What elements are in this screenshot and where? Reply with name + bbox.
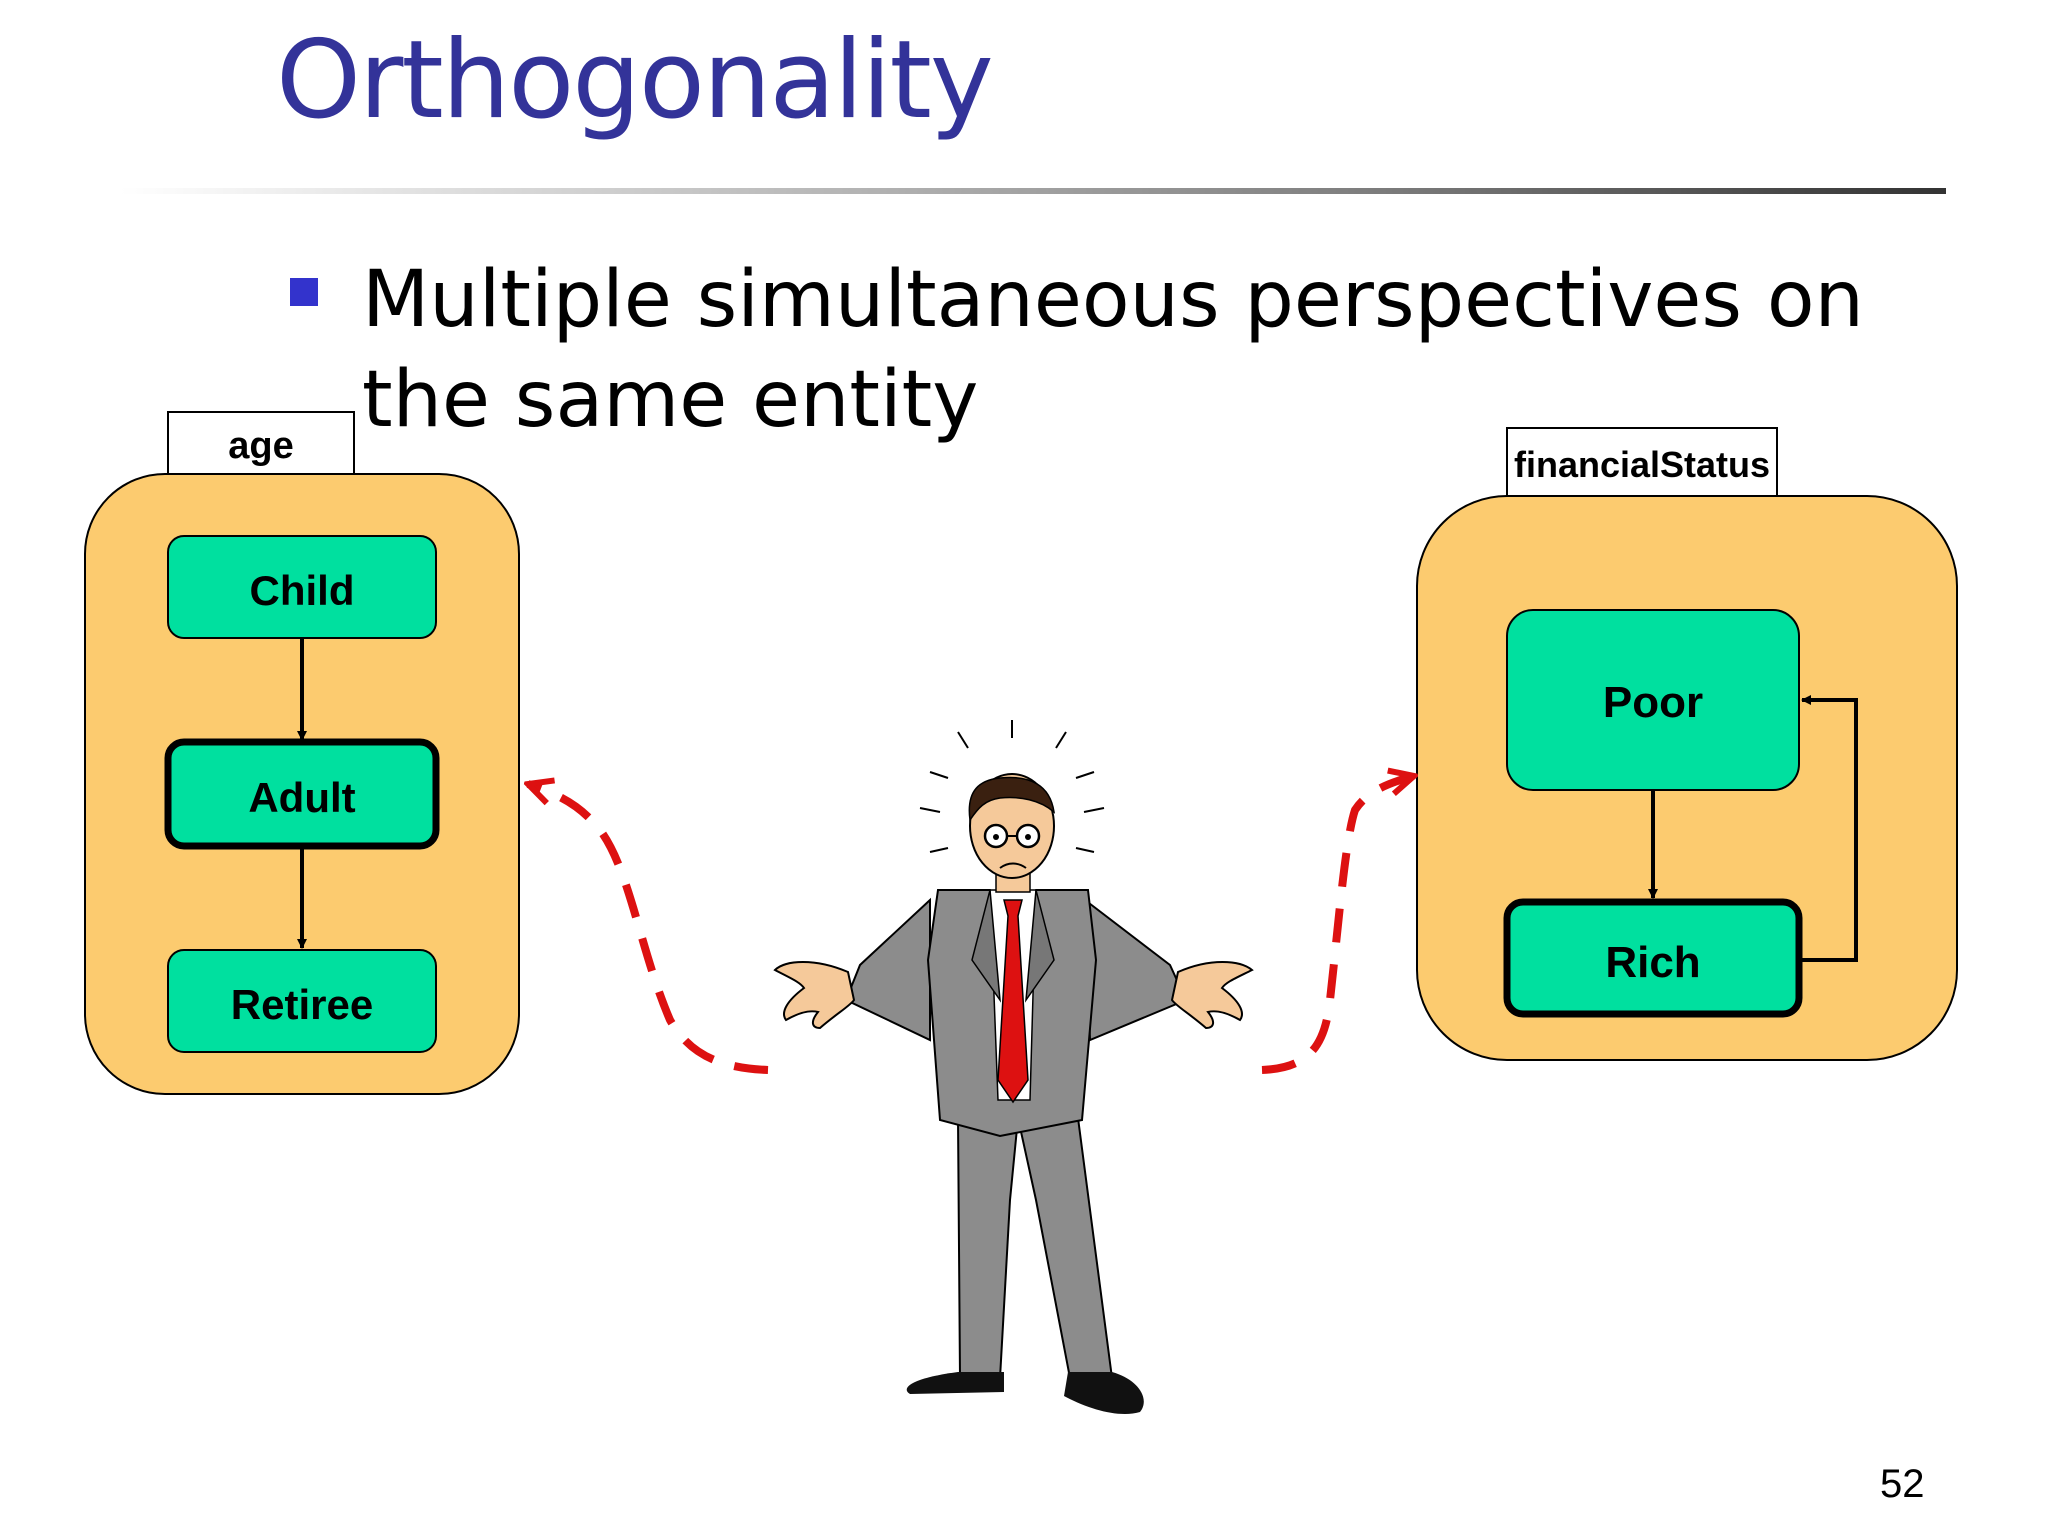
financial-region: financialStatus Poor Rich — [1416, 427, 1958, 1061]
state-rich-active — [1503, 898, 1803, 1018]
state-poor — [1506, 609, 1800, 791]
left-lapel — [971, 889, 1002, 1003]
left-arm — [844, 897, 931, 1042]
state-rich-label: Rich — [1605, 938, 1700, 987]
page-number: 52 — [1880, 1462, 1925, 1506]
financial-tab — [1506, 427, 1778, 497]
tie — [997, 899, 1029, 1104]
bullet-marker — [290, 278, 318, 306]
left-eye — [993, 834, 999, 840]
left-leg — [956, 1117, 1020, 1379]
mouth — [999, 862, 1027, 869]
state-retiree — [167, 949, 437, 1053]
state-poor-label: Poor — [1603, 678, 1703, 727]
right-arm — [1083, 897, 1188, 1042]
state-child — [167, 535, 437, 639]
confusion-lines — [919, 720, 1105, 853]
financial-tab-label: financialStatus — [1514, 444, 1770, 485]
confused-man-illustration — [773, 720, 1254, 1415]
left-shoe — [906, 1372, 1004, 1394]
right-leg — [1016, 1117, 1114, 1379]
title-divider — [120, 188, 1946, 194]
state-retiree-label: Retiree — [231, 981, 373, 1028]
right-hand — [1170, 961, 1254, 1030]
left-hand — [773, 961, 856, 1030]
right-eye — [1025, 834, 1031, 840]
dashed-arrow-to-financial — [1261, 776, 1414, 1074]
right-shoe — [1064, 1372, 1144, 1415]
right-lapel — [1024, 889, 1055, 1003]
state-child-label: Child — [250, 567, 355, 614]
slide-title: Orthogonality — [276, 18, 994, 143]
dashed-arrow-to-age — [528, 784, 769, 1074]
age-tab-label: age — [228, 425, 293, 467]
state-adult-label: Adult — [248, 774, 355, 821]
hair — [968, 776, 1056, 823]
age-region: age Child Adult Retiree — [84, 411, 520, 1095]
state-adult-active — [164, 738, 440, 850]
transition-rich-poor — [1800, 695, 1858, 962]
bullet-text: Multiple simultaneous perspectives on th… — [362, 255, 1864, 445]
